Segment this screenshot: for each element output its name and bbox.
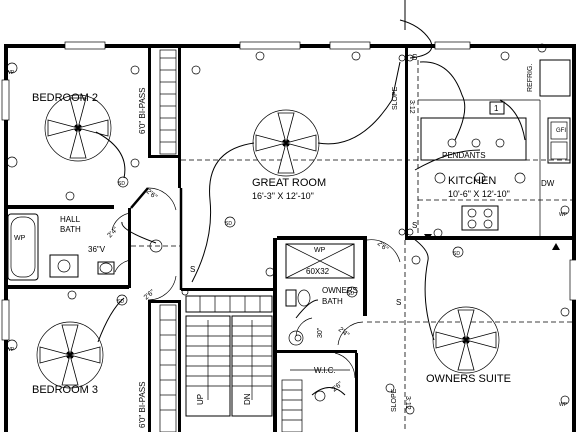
wiring: [95, 0, 526, 396]
ceiling-fan-bedroom-2: [44, 94, 112, 162]
marker-1: 1: [494, 104, 499, 113]
room-great-room: GREAT ROOM: [252, 177, 326, 189]
interior-walls: [4, 48, 576, 432]
gfi-label: GFI: [556, 128, 566, 134]
door-size-2-6: 2'6": [376, 240, 390, 253]
ceiling-fan-great-room: [252, 109, 320, 177]
hall-light: [149, 239, 163, 253]
slope-top-value: 3:12: [408, 100, 415, 114]
room-hall-bath-line-2: BATH: [60, 225, 81, 234]
door-size-2-4: 2'4": [106, 226, 120, 240]
room-owners-suite: OWNERS SUITE: [426, 373, 511, 385]
refrig-label: REFRIG.: [527, 64, 534, 92]
great-room-dimensions: 16'-3" X 12'-10": [252, 191, 314, 201]
slope-top-label: SLOPE: [392, 86, 399, 110]
sd-symbol: SD: [453, 251, 460, 257]
wp-bedroom-2: WP: [6, 70, 15, 76]
smoke-detector: [452, 246, 464, 258]
devices: [6, 43, 570, 415]
stair-up-label: UP: [196, 394, 205, 405]
wp-hall-bath: WP: [14, 235, 26, 242]
wp-owners-suite: WP: [559, 402, 568, 408]
pendants-label: PENDANTS: [442, 151, 486, 160]
kitchen-pendants: 1: [434, 101, 526, 184]
smoke-detector: [116, 294, 128, 306]
ceiling-fan-owners-suite: [432, 306, 500, 374]
smoke-detector: [346, 286, 358, 298]
sd-symbol: SD: [117, 299, 124, 305]
smoke-detector: [117, 176, 129, 188]
wp-bedroom-3: WP: [6, 347, 15, 353]
room-bedroom-3: BEDROOM 3: [32, 384, 98, 396]
closet-bipass-top: [159, 49, 177, 155]
ceiling-fan-bedroom-3: [36, 321, 104, 389]
smoke-detector: [224, 216, 236, 228]
door-size-2-6: 2'6": [331, 380, 345, 393]
switch-symbol: S: [190, 265, 195, 274]
shower-wp-label: WP: [314, 247, 326, 254]
slope-bottom-label: SLOPE: [391, 388, 398, 412]
wic-shelving: [281, 369, 350, 432]
slope-bottom-value: 3:12: [404, 396, 411, 410]
switch-symbol: S: [396, 298, 401, 307]
sd-symbol: SD: [347, 291, 354, 297]
room-labels: BEDROOM 2 GREAT ROOM 16'-3" X 12'-10" KI…: [32, 92, 511, 396]
stairs: UP DN: [185, 295, 273, 417]
room-hall-bath-line-1: HALL: [60, 215, 81, 224]
stair-down-label: DN: [243, 393, 252, 405]
dw-label: DW: [541, 179, 555, 188]
door-size-2-6: 2'6": [145, 188, 159, 201]
room-owners-bath-line-2: BATH: [322, 297, 343, 306]
vanity-36-label: 36"V: [88, 245, 106, 254]
ceiling-lines: [131, 60, 572, 432]
room-wic: W.I.C.: [314, 366, 336, 375]
wp-kitchen: WP: [559, 212, 568, 218]
room-bedroom-2: BEDROOM 2: [32, 92, 98, 104]
fixtures: [7, 59, 571, 346]
bipass-bottom-label: 6'0" BI-PASS: [138, 382, 147, 428]
kitchen-dimensions: 10'-6" X 12'-10": [448, 189, 510, 199]
shower-size-label: 60X32: [306, 267, 330, 276]
closet-bipass-bottom: [159, 304, 177, 432]
room-kitchen: KITCHEN: [448, 175, 496, 187]
bipass-top-label: 6'0" BI-PASS: [138, 88, 147, 134]
room-owners-bath-line-1: OWNERS: [322, 286, 358, 295]
sd-symbol: SD: [225, 221, 232, 227]
doors: [111, 187, 401, 379]
door-size-2-4: 2'4": [337, 326, 351, 339]
switch-symbol: S: [412, 53, 417, 62]
door-size-30: 30": [317, 327, 324, 338]
switch-symbol: S: [412, 221, 417, 230]
annotation-labels: 6'0" BI-PASS 6'0" BI-PASS PENDANTS REFRI…: [6, 53, 568, 428]
sd-symbol: SD: [118, 181, 125, 187]
